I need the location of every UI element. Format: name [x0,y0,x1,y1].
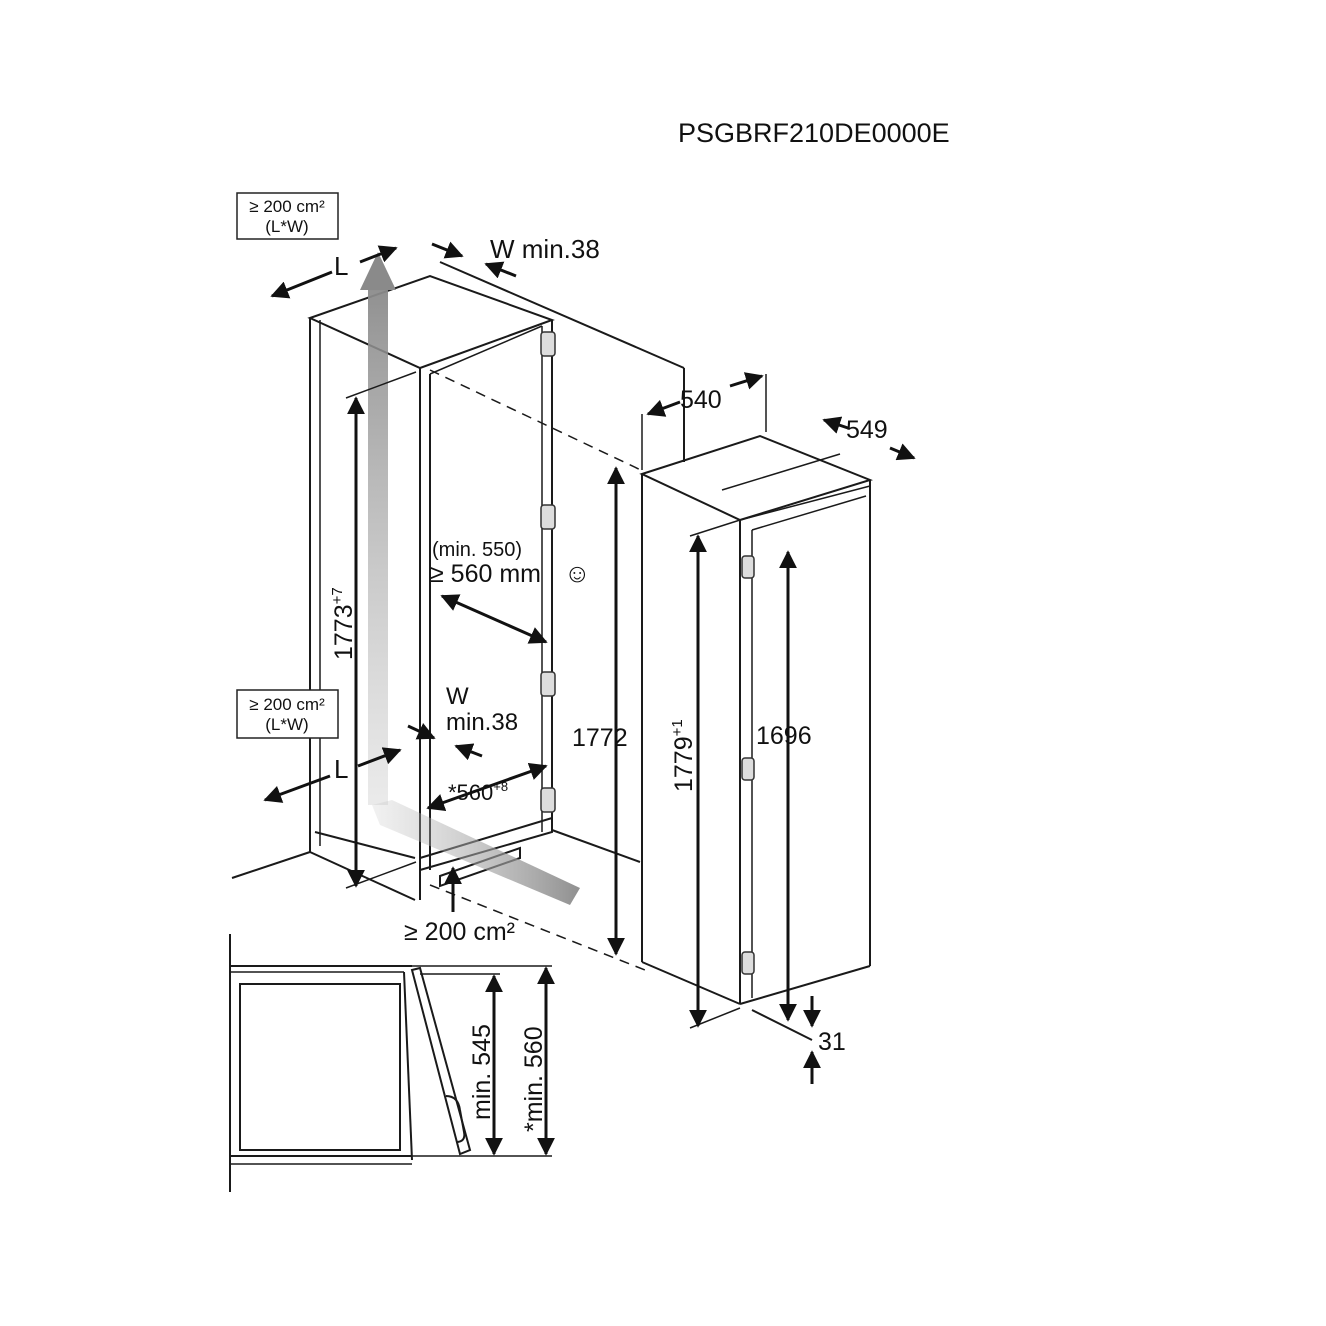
appliance [639,434,874,1041]
dimension-min-545: min. 545 [468,974,503,1156]
dimension-cabinet-height: 1772 [572,466,628,956]
svg-text:≥ 200 cm²: ≥ 200 cm² [249,695,325,714]
svg-text:540: 540 [680,386,722,414]
svg-text:min. 545: min. 545 [468,1024,496,1120]
vent-label-bottom: ≥ 200 cm² [404,866,515,946]
svg-text:W: W [446,683,469,710]
svg-text:(min. 550): (min. 550) [432,539,522,561]
svg-text:*min. 560: *min. 560 [520,1026,548,1132]
hinge-icon [741,555,755,579]
svg-text:549: 549 [846,416,888,444]
dimension-niche-width: *560+8 [426,762,548,812]
model-code: PSGBRF210DE0000E [678,118,950,148]
dimension-min-560: *min. 560 [520,966,555,1156]
detail-side-view [229,934,552,1192]
airflow-arrows [360,252,580,905]
vent-label-top: ≥ 200 cm² (L*W) [236,192,339,240]
svg-text:1772: 1772 [572,724,628,752]
svg-text:≥ 200 cm²: ≥ 200 cm² [404,918,515,946]
hinge-icon [540,331,556,357]
hinge-icon [540,504,556,530]
dimension-door-height: 1696 [756,550,812,1022]
svg-text:≥ 200 cm²: ≥ 200 cm² [249,197,325,216]
dimension-L-top: L [270,245,398,299]
dimension-W-middle: W min.38 [407,683,518,761]
niche-cabinet [231,261,685,901]
svg-text:*560+8: *560+8 [448,779,508,805]
svg-text:W min.38: W min.38 [490,234,600,264]
dimension-appliance-width: 540 [641,372,767,470]
dimension-L-bottom: L [263,747,402,803]
svg-text:(L*W): (L*W) [265,715,308,734]
svg-text:L: L [334,754,348,784]
svg-text:min.38: min.38 [446,709,518,736]
smiley-icon: ☺ [564,558,591,588]
svg-text:31: 31 [818,1028,846,1056]
svg-text:1779+1: 1779+1 [669,719,698,792]
svg-text:1773+7: 1773+7 [329,587,358,660]
svg-text:1696: 1696 [756,722,812,750]
dimension-niche-depth: (min. 550) ≥ 560 mm ☺ [430,539,591,644]
projection-lines [429,369,646,971]
hinge-icon [540,787,556,813]
hinge-icon [540,671,556,697]
dimension-W-top: W min.38 [431,234,600,279]
dimension-appliance-height: 1779+1 [669,519,741,1029]
svg-text:L: L [334,251,348,281]
svg-text:(L*W): (L*W) [265,217,308,236]
svg-text:≥ 560 mm: ≥ 560 mm [430,560,541,588]
dimension-niche-height: 1773+7 [329,371,417,889]
dimension-plinth-gap: 31 [803,996,846,1084]
vent-label-middle: ≥ 200 cm² (L*W) [236,689,339,739]
hinge-icon [741,951,755,975]
hinge-icon [741,757,755,781]
dimension-appliance-depth: 549 [822,416,916,461]
